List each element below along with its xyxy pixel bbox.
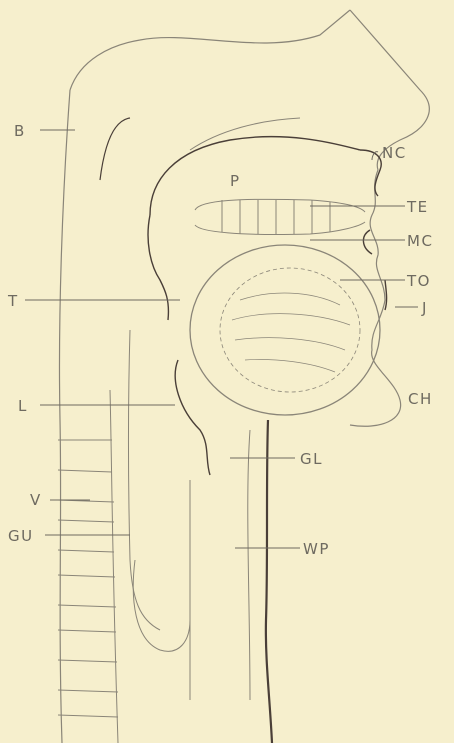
label-TE: TE bbox=[406, 198, 429, 216]
label-NC: NC bbox=[382, 144, 407, 162]
label-GU: GU bbox=[8, 527, 34, 545]
label-WP: WP bbox=[303, 540, 330, 558]
label-B: B bbox=[14, 122, 26, 140]
label-V: V bbox=[30, 491, 42, 509]
label-TO: TO bbox=[406, 272, 431, 290]
label-MC: MC bbox=[407, 232, 433, 250]
label-P: P bbox=[230, 172, 241, 190]
label-CH: CH bbox=[408, 390, 433, 408]
label-GL: GL bbox=[300, 450, 323, 468]
label-J: J bbox=[421, 299, 428, 317]
label-T: T bbox=[7, 292, 19, 310]
label-L: L bbox=[18, 397, 28, 415]
